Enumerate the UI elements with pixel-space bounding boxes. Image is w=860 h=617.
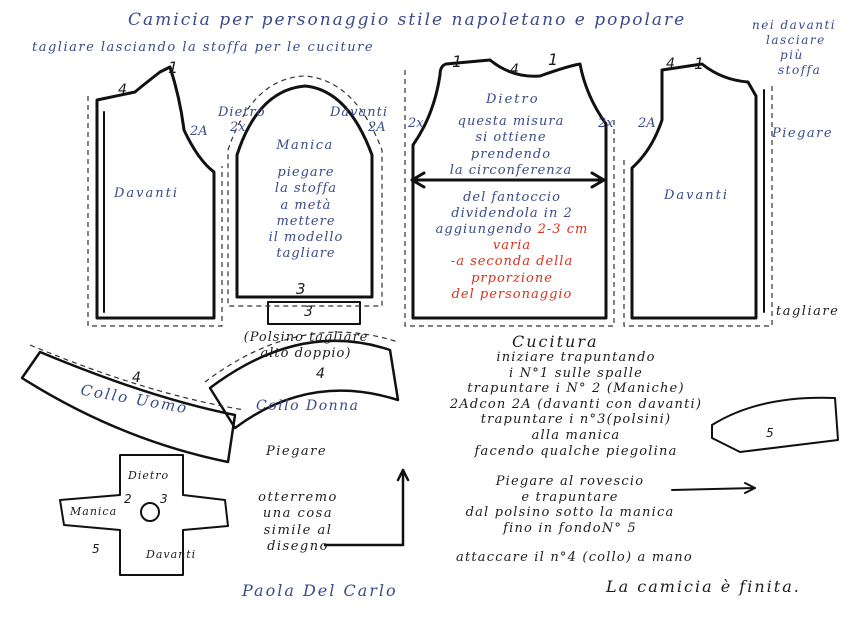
- sleeve-instructions: piegare la stoffa a metà mettere il mode…: [268, 165, 344, 262]
- right-front-mark: 2A: [638, 116, 656, 131]
- finish-text: La camicia è finita.: [606, 577, 801, 596]
- sleeve-sketch: [711, 396, 839, 453]
- assembly-num-2: 2: [124, 492, 132, 506]
- arrow-right: [671, 487, 756, 491]
- right-front-label: Davanti: [664, 188, 730, 203]
- left-front-piece: [95, 65, 216, 320]
- arrow-up: [323, 468, 405, 547]
- collar-woman-label: Collo Donna: [256, 398, 360, 414]
- sewing-title: Cucitura: [512, 332, 599, 351]
- back-num-left: 1: [452, 52, 463, 71]
- sleeve-num-bottom: 3: [296, 280, 306, 298]
- back-num-neck: 4: [510, 62, 519, 78]
- assembly-front-label: Davanti: [146, 548, 197, 561]
- sleeve-piece: [235, 84, 374, 299]
- fold-label: Piegare: [266, 444, 328, 459]
- assembly-num-3: 3: [160, 492, 168, 506]
- left-front-mark: 2A: [190, 124, 208, 139]
- collar-man-piece: [20, 350, 237, 464]
- back-piece: [411, 58, 608, 320]
- collar-man-num: 4: [132, 370, 141, 386]
- sleeve-label: Manica: [276, 138, 334, 153]
- sleeve-front-label: Davanti: [330, 105, 389, 120]
- collar-woman-piece: [208, 339, 400, 430]
- right-front-cut: tagliare: [776, 304, 840, 319]
- collar-step: attaccare il n°4 (collo) a mano: [456, 550, 693, 565]
- assembly-back-label: Dietro: [128, 469, 170, 482]
- cuff-piece: [267, 301, 361, 325]
- page-title: Camicia per personaggio stile napoletano…: [128, 10, 687, 30]
- sleeve-back-mark: 2x: [230, 120, 246, 135]
- back-red-text: varia -a seconda della prporzione del pe…: [450, 238, 574, 302]
- right-front-num-shoulder: 4: [666, 56, 675, 72]
- back-measure-add: aggiungendo 2-3 cm: [435, 222, 589, 237]
- left-front-num-shoulder: 4: [118, 82, 127, 98]
- sleeve-back-label: Dietro: [218, 105, 266, 120]
- sewing-sketch-num: 5: [766, 426, 774, 440]
- sleeve-front-mark: 2A: [368, 120, 386, 135]
- assembly-sleeve-label: Manica: [70, 505, 118, 518]
- right-front-num-top: 1: [694, 54, 705, 73]
- left-front-label: Davanti: [114, 186, 180, 201]
- collar-woman-num: 4: [316, 366, 325, 382]
- assembly-num-5: 5: [92, 542, 100, 556]
- cuff-note: (Polsino tagliare alto doppio): [243, 330, 369, 362]
- page-subtitle: tagliare lasciando la stoffa per le cuci…: [32, 40, 375, 55]
- right-front-piece: [630, 62, 758, 320]
- assembly-caption: otterremo una cosa simile al disegno: [258, 490, 338, 554]
- back-measure-text: questa misura si ottiene prendendo la ci…: [449, 114, 573, 178]
- back-measure-text-2: del fantoccio dividendola in 2: [451, 190, 573, 222]
- author-name: Paola Del Carlo: [242, 581, 398, 600]
- sewing-steps: iniziare trapuntando i N°1 sulle spalle …: [449, 350, 703, 459]
- side-note: nei davanti lasciare più stoffa: [752, 18, 837, 77]
- back-mark-right: 2x: [598, 116, 614, 131]
- back-label: Dietro: [486, 92, 540, 107]
- assembled-shirt: [59, 454, 229, 576]
- back-red-cm: 2-3 cm: [537, 222, 589, 237]
- back-mark-left: 2x: [408, 116, 424, 131]
- right-front-fold: Piegare: [772, 126, 834, 141]
- left-front-num-top: 1: [168, 58, 179, 77]
- back-num-right: 1: [548, 50, 559, 69]
- sewing-fold-steps: Piegare al rovescio e trapuntare dal pol…: [465, 474, 675, 536]
- cuff-num: 3: [304, 304, 313, 320]
